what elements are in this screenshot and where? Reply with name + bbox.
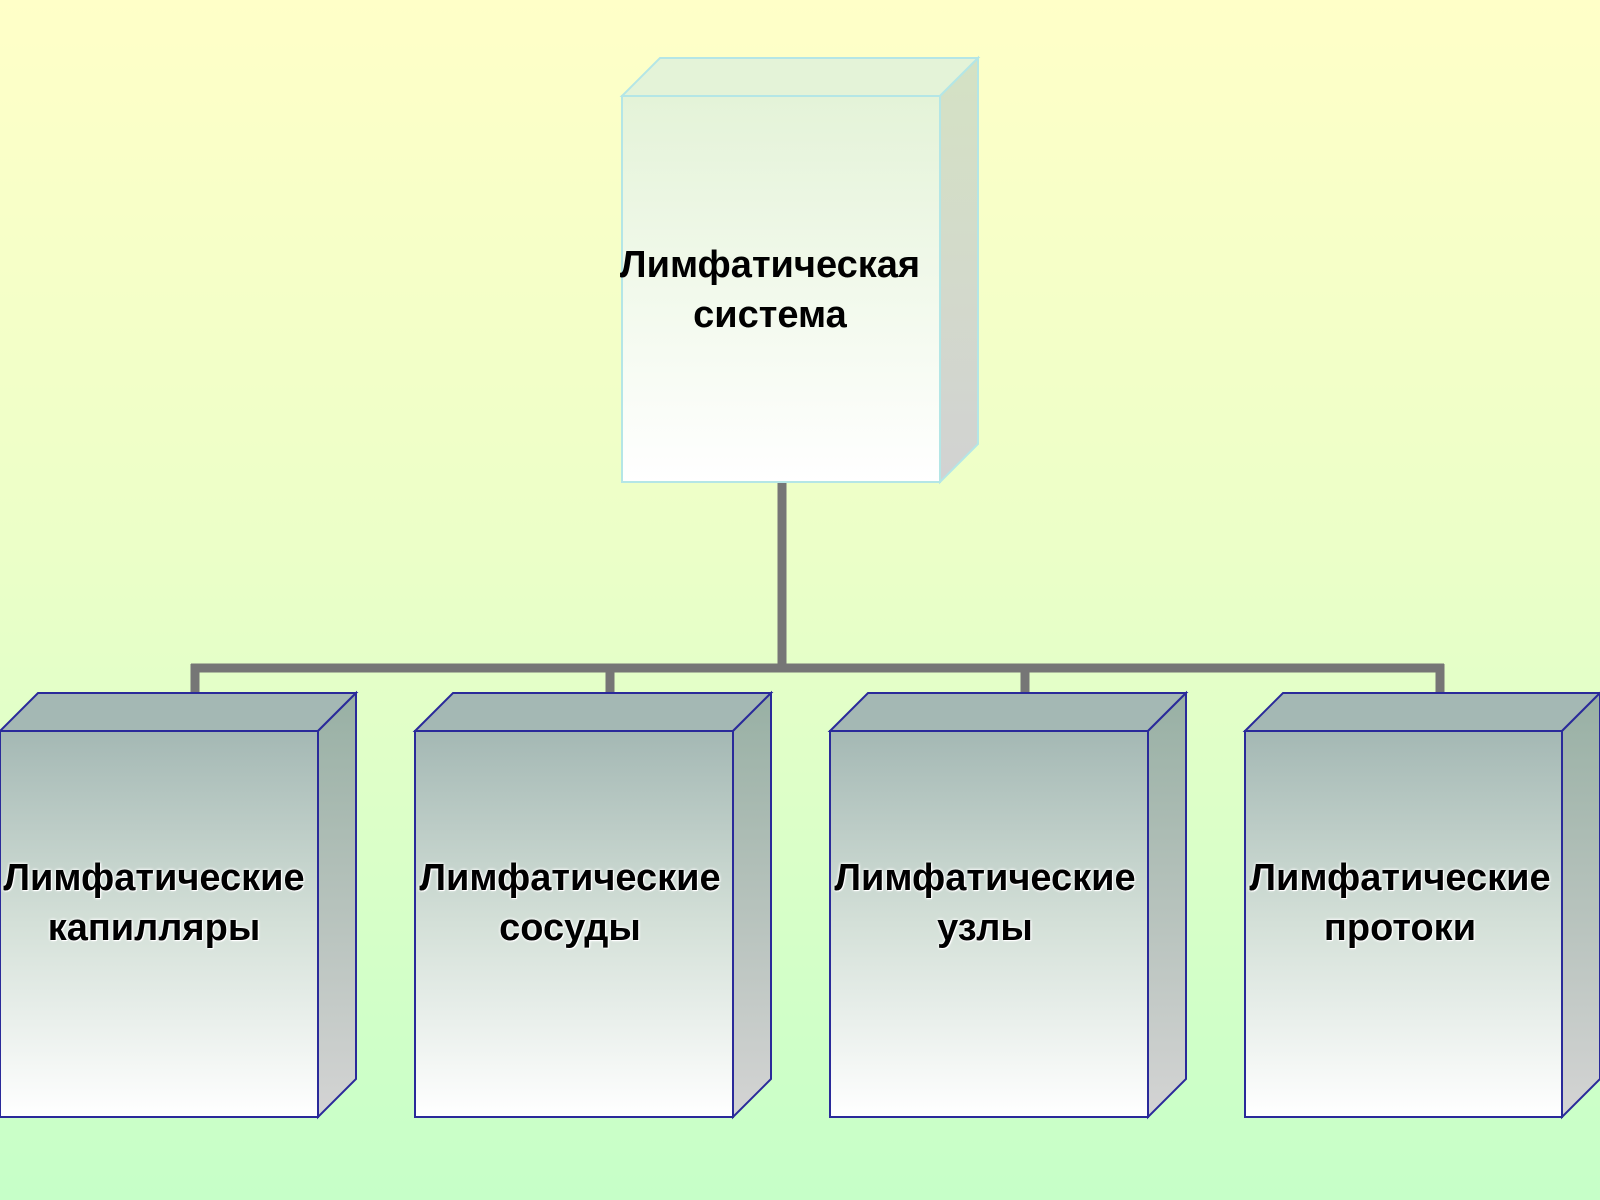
connector-lines bbox=[190, 482, 1445, 694]
child-box-side-face bbox=[317, 690, 357, 1120]
child-box-side-face bbox=[1561, 691, 1600, 1120]
child-box-3 bbox=[1242, 691, 1600, 1120]
child-box-side-face bbox=[1147, 690, 1187, 1120]
child-box-top-face bbox=[412, 692, 774, 732]
child-box-top-face bbox=[827, 692, 1189, 732]
child-box-front-face bbox=[1244, 730, 1563, 1118]
root-box bbox=[619, 55, 981, 485]
child-box-side-face bbox=[732, 690, 772, 1120]
child-box-front-face bbox=[829, 730, 1149, 1118]
root-box-front-face bbox=[621, 95, 941, 483]
child-box-front-face bbox=[0, 730, 319, 1118]
child-box-1 bbox=[412, 690, 774, 1120]
child-box-front-face bbox=[414, 730, 734, 1118]
child-box-0 bbox=[0, 690, 359, 1120]
child-box-top-face bbox=[1242, 692, 1600, 732]
child-box-top-face bbox=[0, 692, 359, 732]
child-box-2 bbox=[827, 690, 1189, 1120]
root-box-side-face bbox=[939, 55, 979, 485]
root-box-top-face bbox=[619, 57, 981, 97]
